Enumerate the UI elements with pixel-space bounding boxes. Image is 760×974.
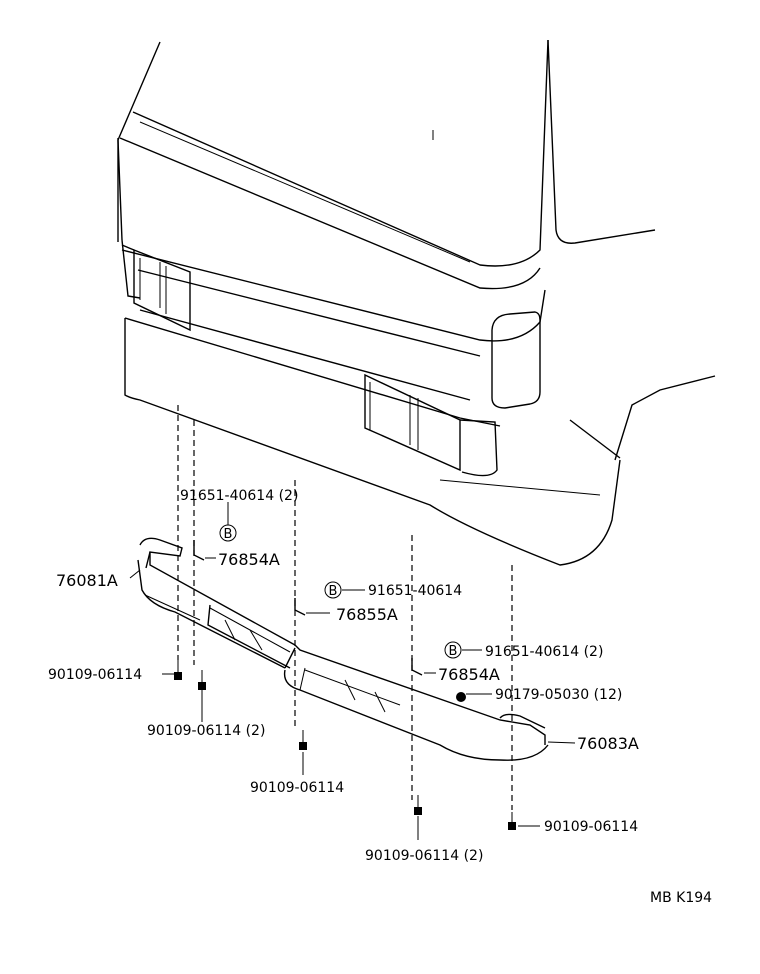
part-number-label: 91651-40614 (2) [180, 488, 298, 504]
diagram-code: MB K194 [650, 890, 712, 906]
part-number-label: 76081A [56, 571, 118, 590]
spoiler-left [137, 537, 296, 669]
screw-icon [508, 812, 516, 830]
screw-icon [198, 670, 206, 690]
spoiler-right [283, 644, 549, 761]
svg-text:B: B [224, 527, 233, 542]
part-number-label: 90109-06114 (2) [365, 848, 483, 864]
bracket-right-shape [411, 658, 423, 676]
screw-icon [174, 660, 182, 680]
clip-icon [456, 692, 466, 702]
part-number-label: 90109-06114 [48, 667, 142, 683]
part-number-label: 90109-06114 [250, 780, 344, 796]
part-number-label: 91651-40614 (2) [485, 644, 603, 660]
leader-lines [129, 502, 576, 840]
part-number-label: 76854A [438, 665, 500, 684]
svg-text:B: B [329, 584, 338, 599]
svg-text:B: B [449, 644, 458, 659]
bracket-left-shape [193, 540, 205, 561]
marker-b-icon: B [324, 581, 342, 599]
vehicle-body [117, 39, 716, 566]
screw-icon [299, 730, 307, 750]
part-number-label: 91651-40614 [368, 583, 462, 599]
screw-icon [414, 795, 422, 815]
marker-b-icon: B [444, 641, 462, 659]
part-number-label: 76855A [336, 605, 398, 624]
part-number-label: 76854A [218, 550, 280, 569]
marker-b-icon: B [219, 524, 237, 542]
bracket-center-shape [294, 598, 306, 616]
part-number-label: 90109-06114 [544, 819, 638, 835]
part-number-label: 90109-06114 (2) [147, 723, 265, 739]
part-number-label: 76083A [577, 734, 639, 753]
part-number-label: 90179-05030 (12) [495, 687, 622, 703]
